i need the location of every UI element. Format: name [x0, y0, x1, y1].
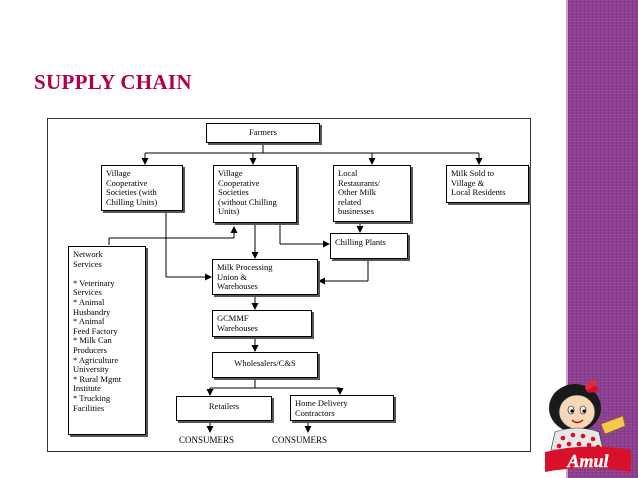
slide-title: SUPPLY CHAIN [34, 70, 192, 94]
node-wholesalers: Wholesalers/C&S [212, 352, 318, 378]
node-home-delivery: Home Delivery Contractors [290, 395, 394, 421]
node-chilling-plants: Chilling Plants [330, 233, 408, 259]
consumers-right-label: CONSUMERS [272, 435, 328, 445]
consumers-left-label: CONSUMERS [179, 435, 235, 445]
node-retailers: Retailers [176, 396, 272, 421]
node-local-restaurants: Local Restaurants/ Other Milk related bu… [333, 165, 411, 222]
amul-logo-text: Amul [566, 451, 608, 471]
node-village-without-chilling: Village Cooperative Societies (without C… [213, 165, 297, 223]
node-milk-processing: Milk Processing Union & Warehouses [212, 259, 318, 295]
node-network-services: Network Services * Veterinary Services *… [68, 246, 146, 435]
node-village-with-chilling: Village Cooperative Societies (with Chil… [101, 165, 183, 211]
node-farmers: Farmers [206, 123, 320, 143]
node-gcmmf-warehouses: GCMMF Warehouses [212, 310, 312, 337]
sidebar-strip [566, 0, 569, 478]
node-milk-sold: Milk Sold to Village & Local Residents [446, 165, 529, 203]
amul-girl-logo: Amul [545, 380, 631, 472]
